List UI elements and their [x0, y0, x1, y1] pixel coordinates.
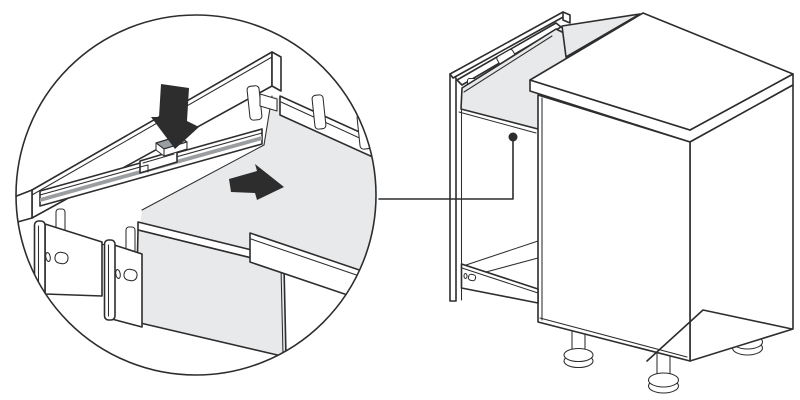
mount-hole: [463, 272, 468, 280]
worktop-surface: [529, 12, 794, 131]
cabinet: [449, 11, 794, 394]
box-bottom-line: [458, 111, 537, 134]
bottom-rail: [460, 263, 539, 304]
board-top-edge-line: [31, 56, 273, 196]
bottom-rail-inner-line: [461, 267, 539, 294]
bottom-shelf-edge: [462, 240, 539, 267]
cabinet-underside-edges: [646, 309, 793, 362]
drawer-box: [456, 13, 641, 134]
adjustable-foot: [647, 349, 680, 394]
pull-out-arrow-icon: [229, 164, 284, 200]
box-inner-line: [463, 35, 553, 93]
foot-base: [563, 347, 594, 363]
front-rail-inner-line: [250, 238, 376, 283]
far-rail-band: [279, 95, 376, 160]
drawer-front-end-cap: [562, 11, 571, 24]
drawer-front-edge: [449, 73, 457, 302]
front-rail: [249, 232, 376, 306]
wall-end-line: [280, 267, 284, 355]
drawer-front-panel: [449, 11, 571, 302]
callout-line: [378, 140, 514, 200]
callout: [378, 132, 518, 200]
board-end-cap: [16, 189, 33, 224]
front-panel-bottom-line: [539, 317, 688, 358]
adjustable-foot: [563, 329, 594, 369]
mount-slot: [54, 251, 69, 265]
board-right-end: [271, 51, 282, 92]
bracket-arm: [259, 93, 278, 112]
clip-side: [155, 142, 165, 157]
mount-hole: [115, 269, 121, 279]
side-rail-sections: [33, 208, 143, 328]
interior-edge-line: [141, 144, 265, 211]
clip-mount-notch: [139, 164, 149, 173]
cabinet-shell: [529, 12, 794, 394]
clip-mount-line: [142, 153, 175, 164]
bottom-shelf-front-edge: [485, 257, 539, 273]
rail-section-face: [44, 223, 103, 297]
rail-section-edge: [103, 239, 116, 321]
front-rail-band: [249, 232, 376, 306]
magnifier-circle: [15, 14, 377, 376]
rail-end-bracket: [246, 85, 278, 121]
cabinet-interior-gap: [561, 13, 641, 58]
mount-hole: [45, 252, 51, 262]
cabinet-front-panel: [537, 94, 691, 362]
press-down-arrow-icon: [151, 84, 199, 149]
drawer-side-wall: [135, 221, 287, 358]
rail-section-edge: [33, 220, 46, 300]
callout-dot: [508, 132, 518, 142]
cabinet-interior: [460, 240, 539, 304]
detail-circle-content: [16, 51, 376, 358]
mount-slot: [123, 268, 138, 282]
mount-slot: [467, 273, 477, 282]
foot-base: [647, 372, 680, 388]
hook-bracket-icon: [311, 94, 327, 130]
